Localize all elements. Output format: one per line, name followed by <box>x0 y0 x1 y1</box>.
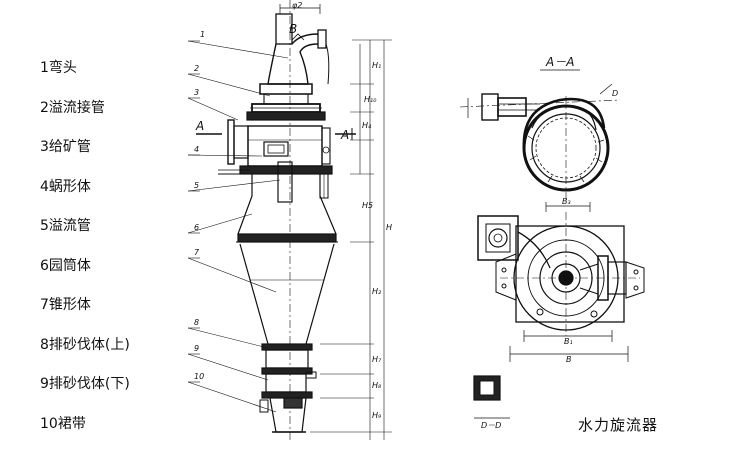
dim-h8: H₈ <box>372 381 382 390</box>
dim-b: B <box>566 355 572 364</box>
dim-h9: H₉ <box>372 411 382 420</box>
callout-7: 7 <box>194 248 200 257</box>
callout-8: 8 <box>194 318 199 327</box>
dim-b-top: B₃ <box>562 197 571 206</box>
cylinder-part <box>236 174 338 242</box>
section-aa-title: A－A <box>545 55 574 69</box>
section-dd-title: D－D <box>481 420 501 431</box>
drawing-caption: 水力旋流器 <box>578 414 658 435</box>
label-cut-a-left: A <box>195 119 204 133</box>
callout-6: 6 <box>194 223 199 232</box>
elbow-part <box>268 14 329 84</box>
volute-and-feed-part <box>228 120 330 166</box>
label-cut-a-right: A <box>340 128 349 142</box>
dim-b1: B₁ <box>564 337 573 346</box>
dim-h2: H₂ <box>372 287 382 296</box>
dim-h: H <box>386 223 392 232</box>
dim-h4: H₄ <box>362 121 372 130</box>
callout-5: 5 <box>194 181 199 190</box>
callout-3: 3 <box>194 88 199 97</box>
callout-4: 4 <box>194 145 199 154</box>
section-dd-view <box>474 376 510 418</box>
label-cut-b: B <box>289 22 297 36</box>
dim-h7: H₇ <box>372 355 382 364</box>
dim-h5: H5 <box>362 201 373 210</box>
label-phi2: φ2 <box>292 1 302 10</box>
callout-9: 9 <box>194 344 199 353</box>
sand-valve-lower-part <box>262 372 316 398</box>
callout-1: 1 <box>200 30 205 39</box>
label-d: D <box>612 89 618 98</box>
dim-h1: H₁ <box>372 61 381 70</box>
overflow-connector-part <box>247 84 325 120</box>
callout-10: 10 <box>194 372 204 381</box>
skirt-part <box>260 398 306 432</box>
callout-2: 2 <box>194 64 199 73</box>
section-aa-view <box>460 70 620 200</box>
cone-part <box>240 244 334 344</box>
plan-view <box>478 202 644 362</box>
dim-h10: H₁₀ <box>364 95 377 104</box>
front-elevation <box>188 0 392 440</box>
sand-valve-upper-part <box>262 344 312 374</box>
